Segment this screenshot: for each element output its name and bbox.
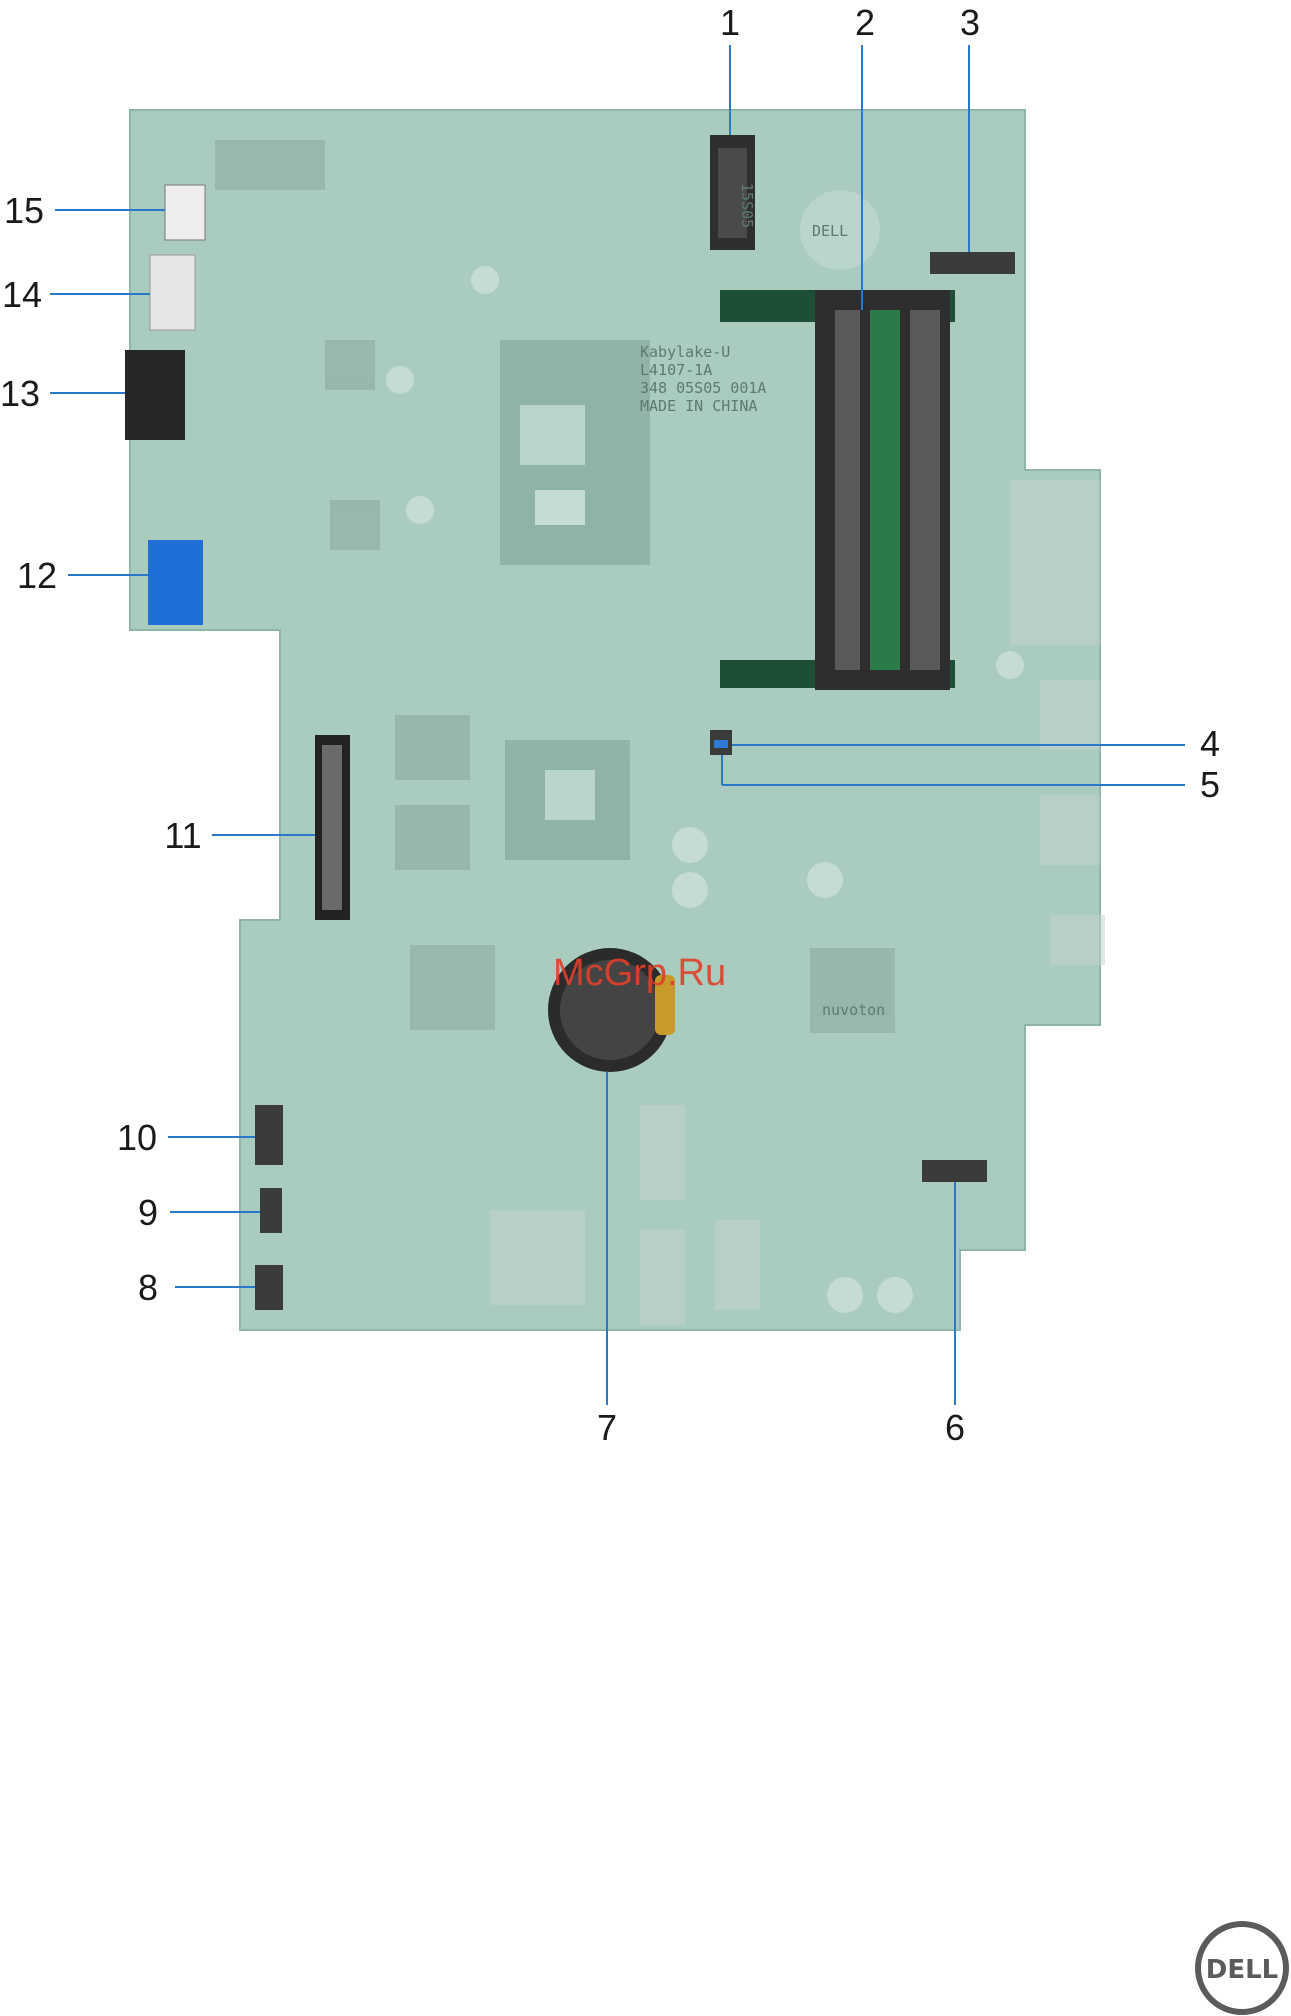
callout-10: 10 [117, 1117, 157, 1158]
connector-13 [125, 350, 185, 440]
connector-14 [150, 255, 195, 330]
chip-marking-2: L4107-1A [640, 361, 712, 379]
callout-5: 5 [1200, 764, 1220, 805]
jumper-pins [714, 740, 728, 748]
watermark-text: McGrp.Ru [553, 952, 726, 994]
callout-14: 14 [2, 274, 42, 315]
speaker-connector [922, 1160, 987, 1182]
callout-11: 11 [164, 815, 201, 856]
callout-4: 4 [1200, 723, 1220, 764]
display-connector-pins [322, 745, 342, 910]
callout-6: 6 [945, 1407, 965, 1448]
dell-logo: DELL [1198, 1924, 1286, 2012]
connector-8 [255, 1265, 283, 1310]
audio-chip-marking: nuvoton [822, 1001, 885, 1019]
connector-15 [165, 185, 205, 240]
callout-8: 8 [138, 1267, 158, 1308]
m2-slot: 15S05 [710, 135, 756, 250]
callout-9: 9 [138, 1192, 158, 1233]
board-brand-marking: DELL [812, 222, 848, 240]
m2-slot-marking: 15S05 [738, 183, 756, 228]
chip-marking-1: Kabylake-U [640, 343, 730, 361]
io-board-connector [930, 252, 1015, 274]
chip-marking-3: 348 05S05 001A [640, 379, 766, 397]
callout-1: 1 [720, 2, 740, 43]
connector-12-blue [148, 540, 203, 625]
dell-logo-text: DELL [1206, 1955, 1278, 1985]
callout-7: 7 [597, 1407, 617, 1448]
callout-15: 15 [4, 190, 44, 231]
callout-13: 13 [0, 373, 40, 414]
callout-12: 12 [17, 555, 57, 596]
callout-2: 2 [855, 2, 875, 43]
connector-10 [255, 1105, 283, 1165]
chip-marking-4: MADE IN CHINA [640, 397, 757, 415]
connector-9 [260, 1188, 282, 1233]
callout-3: 3 [960, 2, 980, 43]
